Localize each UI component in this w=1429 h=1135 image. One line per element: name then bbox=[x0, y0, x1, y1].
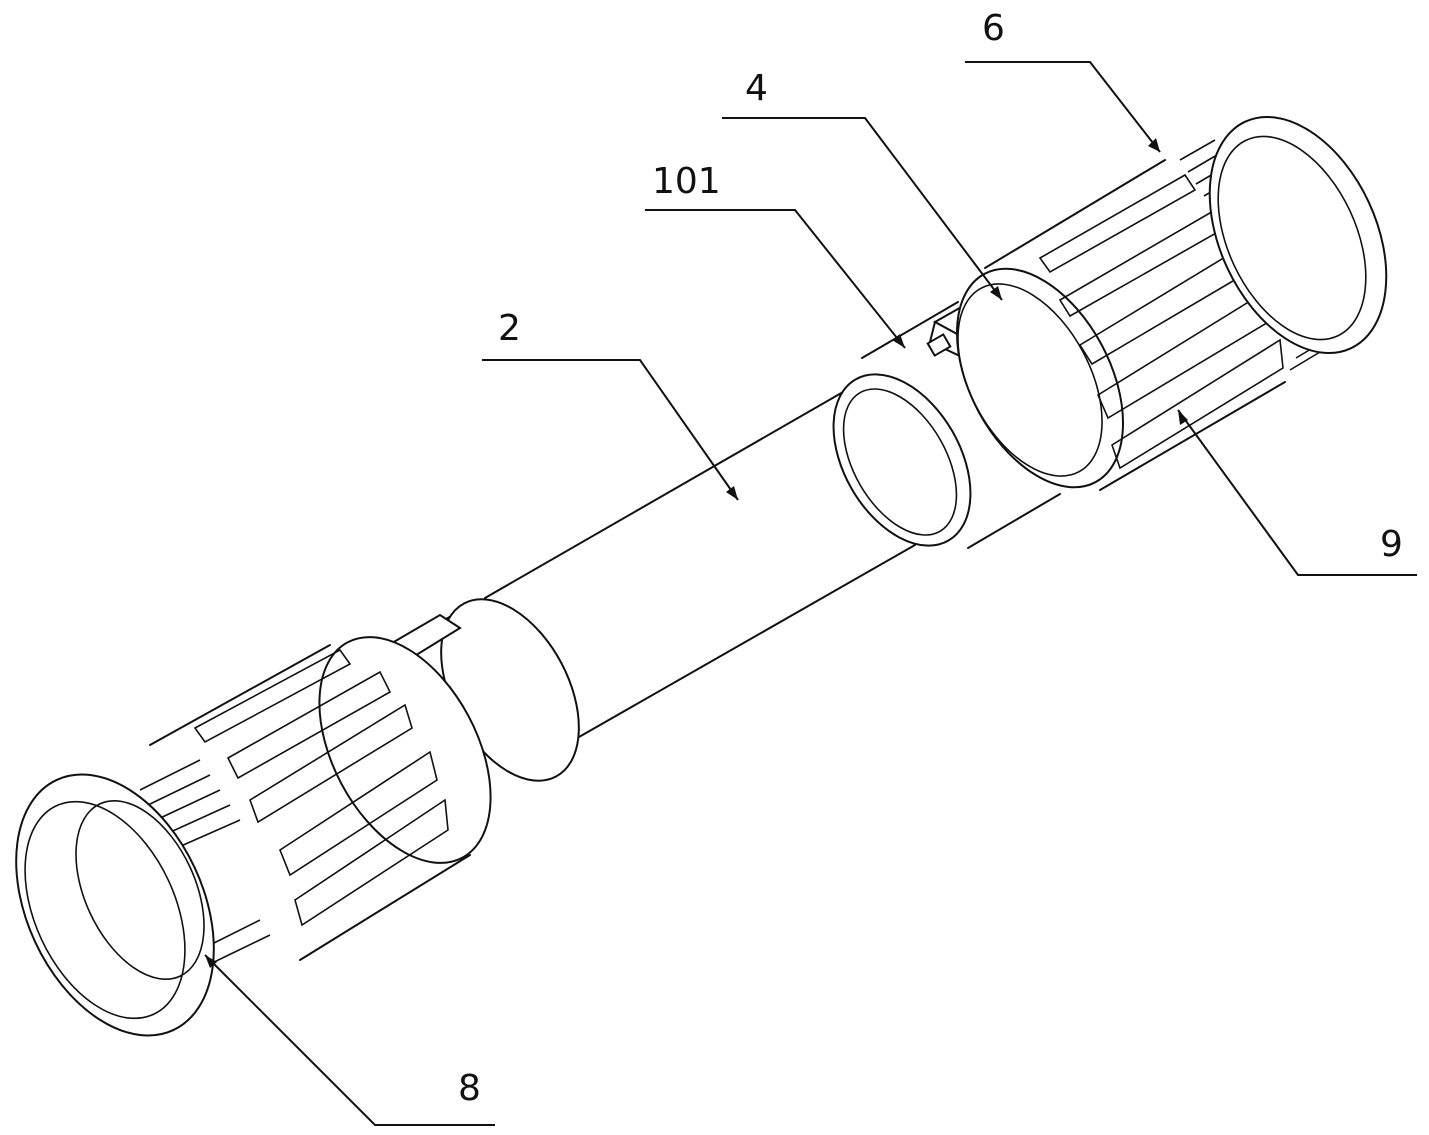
leader-lines bbox=[204, 61, 1417, 1126]
right-collar bbox=[956, 116, 1388, 491]
label-6: 6 bbox=[982, 8, 1005, 49]
left-collar bbox=[15, 598, 580, 1037]
label-4: 4 bbox=[745, 68, 768, 109]
label-8: 8 bbox=[458, 1068, 481, 1109]
label-101: 101 bbox=[652, 161, 721, 202]
label-2: 2 bbox=[498, 308, 521, 349]
part-labels: 6 4 101 2 9 8 bbox=[458, 8, 1403, 1109]
central-pipe bbox=[484, 387, 916, 746]
label-9: 9 bbox=[1380, 524, 1403, 565]
